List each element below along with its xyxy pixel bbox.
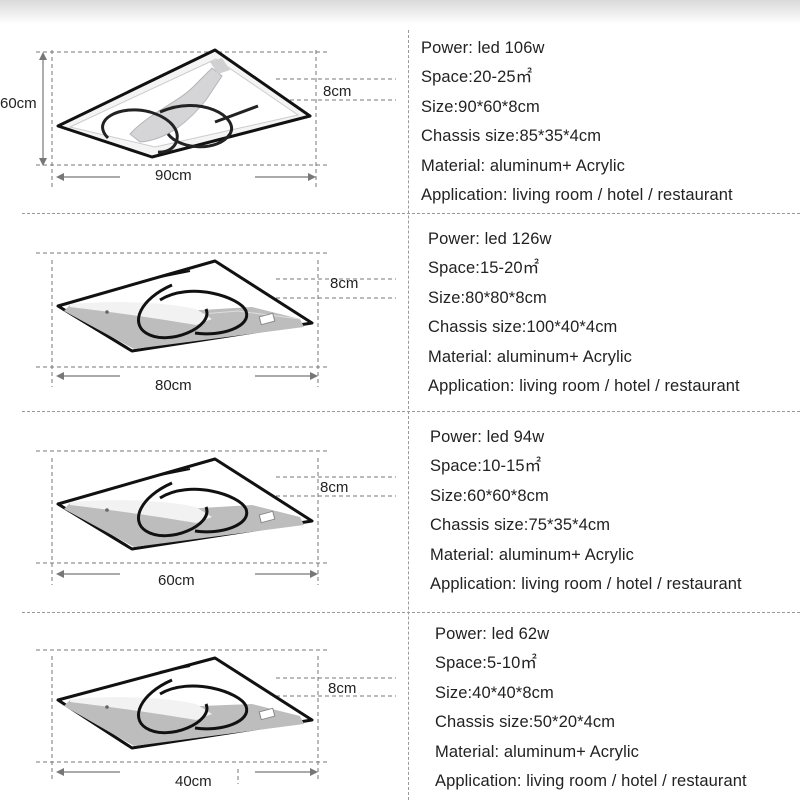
section-divider [22,411,800,412]
spec-power: Power: led 62w [435,625,550,643]
spec-list: Power: led 62w Space:5-10㎡ Size:40*40*8c… [435,620,747,796]
spec-application: Application: living room / hotel / resta… [421,185,733,204]
spec-material: Material: aluminum+ Acrylic [421,156,625,175]
spec-application: Application: living room / hotel / resta… [428,376,740,395]
product-section-2: 8cm 80cm Power: led 126w Space:15-20㎡ Si… [0,215,800,410]
spec-material: Material: aluminum+ Acrylic [428,347,632,366]
spec-chassis: Chassis size:100*40*4cm [428,318,618,337]
depth-label: 8cm [330,275,359,292]
width-label: 60cm [158,572,195,589]
spec-power: Power: led 94w [430,428,545,446]
lamp-drawing-4 [36,649,396,784]
lamp-drawing-3 [36,450,396,585]
depth-label: 8cm [323,83,352,100]
spec-list: Power: led 126w Space:15-20㎡ Size:80*80*… [428,225,740,401]
lamp-drawing-2 [36,252,396,387]
top-shadow [0,0,800,24]
depth-label: 8cm [320,479,349,496]
spec-material: Material: aluminum+ Acrylic [430,545,634,564]
spec-space: Space:10-15㎡ [430,457,542,476]
spec-size: Size:80*80*8cm [428,288,547,307]
spec-chassis: Chassis size:75*35*4cm [430,516,611,535]
spec-material: Material: aluminum+ Acrylic [435,742,639,761]
width-label: 90cm [155,167,192,184]
spec-application: Application: living room / hotel / resta… [435,771,747,790]
spec-power: Power: led 126w [428,230,552,248]
spec-application: Application: living room / hotel / resta… [430,574,742,593]
vertical-divider [408,30,409,800]
spec-size: Size:90*60*8cm [421,97,540,116]
spec-size: Size:40*40*8cm [435,683,554,702]
spec-list: Power: led 94w Space:10-15㎡ Size:60*60*8… [430,423,742,599]
spec-size: Size:60*60*8cm [430,486,549,505]
spec-space: Space:15-20㎡ [428,259,540,278]
product-section-4: 8cm 40cm Power: led 62w Space:5-10㎡ Size… [0,614,800,800]
lamp-drawing-1 [36,48,396,187]
section-divider [22,612,800,613]
width-label: 80cm [155,377,192,394]
spec-space: Space:20-25㎡ [421,68,533,87]
depth-label: 8cm [328,680,357,697]
section-divider [22,213,800,214]
spec-power: Power: led 106w [421,39,545,57]
spec-list: Power: led 106w Space:20-25㎡ Size:90*60*… [421,34,733,210]
height-label: 60cm [0,95,37,112]
spec-space: Space:5-10㎡ [435,654,537,673]
width-label: 40cm [175,773,212,790]
product-section-3: 8cm 60cm Power: led 94w Space:10-15㎡ Siz… [0,413,800,610]
spec-chassis: Chassis size:85*35*4cm [421,127,602,146]
product-section-1: 60cm 8cm 90cm Power: led 106w Space:20-2… [0,22,800,212]
spec-chassis: Chassis size:50*20*4cm [435,713,616,732]
